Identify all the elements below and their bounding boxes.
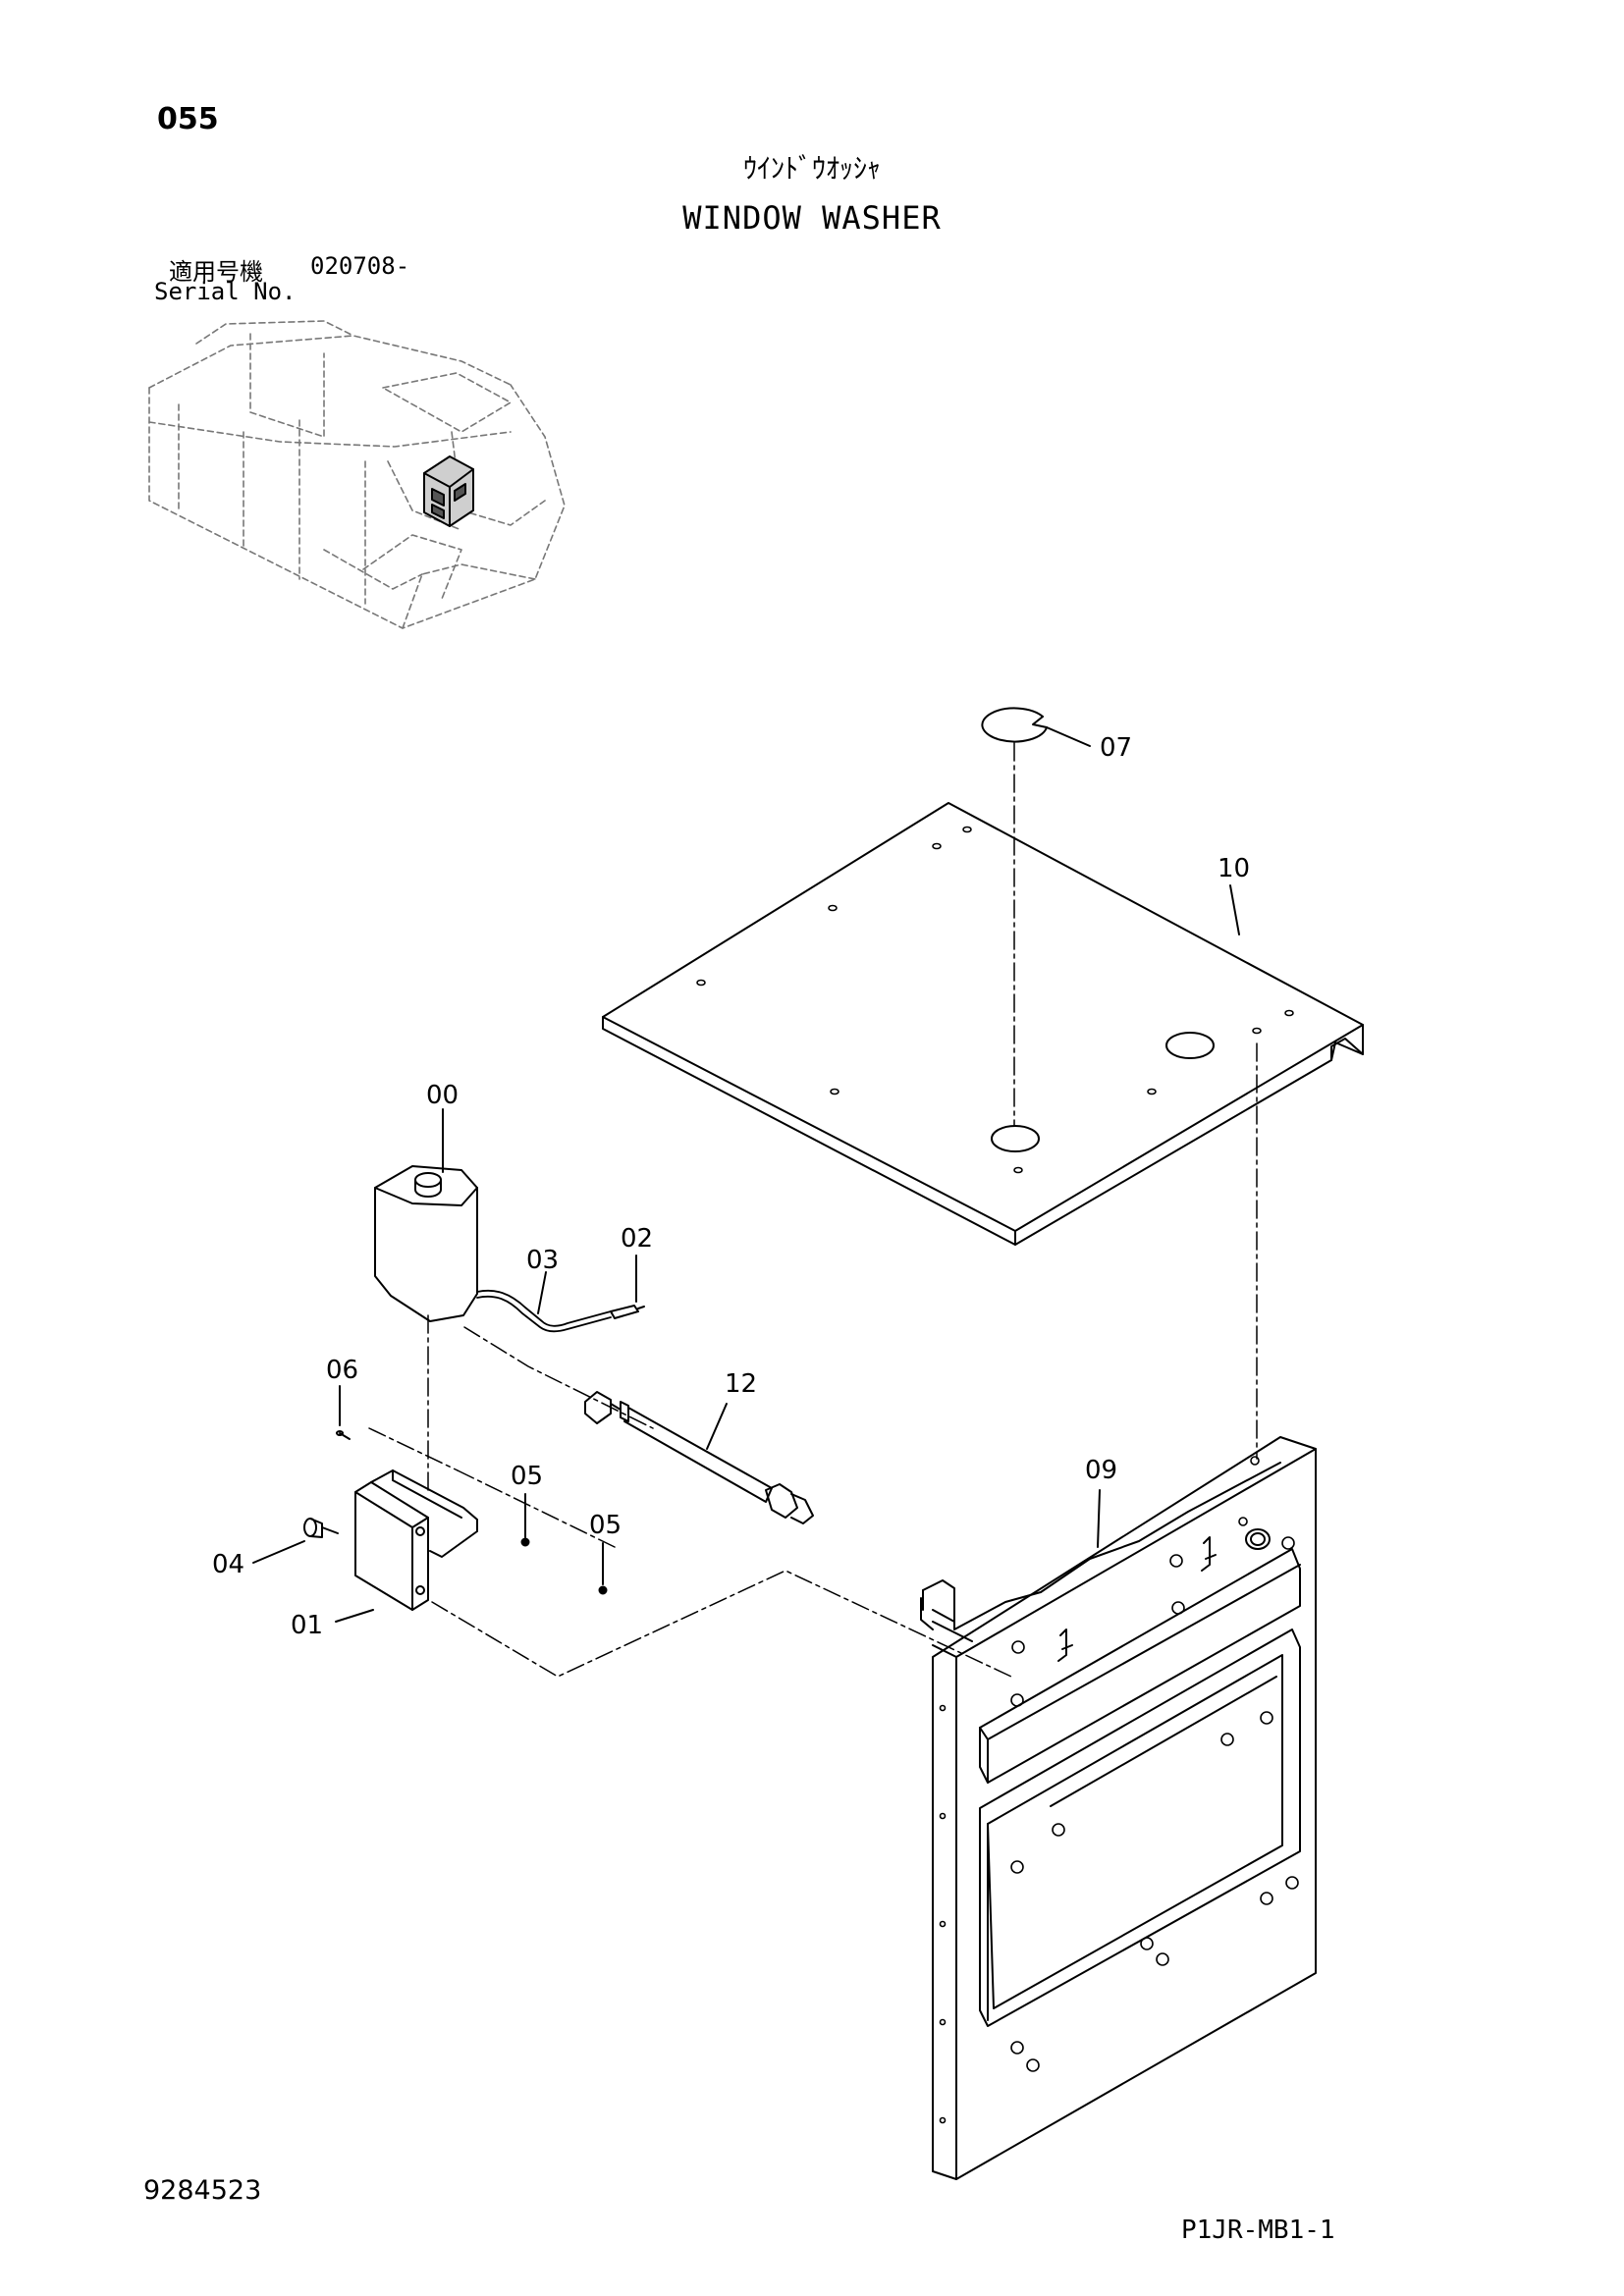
part-03-hose [476, 1289, 612, 1333]
leader-01 [335, 1609, 374, 1623]
part-12-washer-pump [584, 1391, 814, 1524]
callout-03: 03 [526, 1246, 559, 1275]
page-title-japanese: ｳｲﾝﾄﾞｳｵｯｼｬ [742, 152, 881, 185]
leader-10 [1229, 884, 1240, 935]
leader-03 [537, 1271, 547, 1314]
callout-01: 01 [291, 1611, 323, 1640]
part-07-cap [981, 707, 1048, 743]
serial-label-japanese: 適用号機 [169, 258, 263, 286]
part-06-screw [336, 1430, 351, 1440]
callout-07: 07 [1100, 733, 1132, 763]
part-04-bolt [303, 1518, 339, 1538]
page-title: WINDOW WASHER [682, 199, 942, 237]
callout-00: 00 [426, 1081, 459, 1110]
callout-06: 06 [326, 1356, 358, 1385]
part-09-side-panel [920, 1436, 1317, 2180]
callout-04: 04 [212, 1550, 244, 1579]
callout-09: 09 [1085, 1456, 1117, 1485]
part-05-nut-second [598, 1585, 608, 1595]
page-code: P1JR-MB1-1 [1181, 2216, 1335, 2245]
page-number: 055 [157, 102, 219, 136]
part-02-nozzle [610, 1305, 645, 1319]
leader-12 [706, 1403, 728, 1450]
machine-location-thumbnail [148, 320, 566, 629]
part-10-floor-plate [602, 802, 1364, 1246]
callout-10: 10 [1218, 854, 1250, 883]
assembly-centerlines [368, 742, 1258, 1678]
leader-09 [1097, 1489, 1101, 1548]
callout-05-second: 05 [589, 1511, 622, 1540]
part-01-bracket [354, 1469, 478, 1611]
serial-number-range: 020708- [310, 252, 410, 280]
leader-04 [252, 1540, 305, 1564]
part-00-washer-tank [374, 1165, 478, 1322]
window-washer-location-marker [423, 455, 474, 527]
callout-labels: 07 10 00 02 03 06 12 05 05 09 04 01 [212, 733, 1250, 1640]
part-05-nut [520, 1537, 530, 1547]
document-number: 9284523 [143, 2175, 262, 2206]
leader-07 [1046, 726, 1091, 747]
serial-label: Serial No. [154, 278, 297, 305]
callout-05: 05 [511, 1462, 543, 1491]
callout-12: 12 [725, 1369, 757, 1399]
callout-02: 02 [621, 1224, 653, 1254]
